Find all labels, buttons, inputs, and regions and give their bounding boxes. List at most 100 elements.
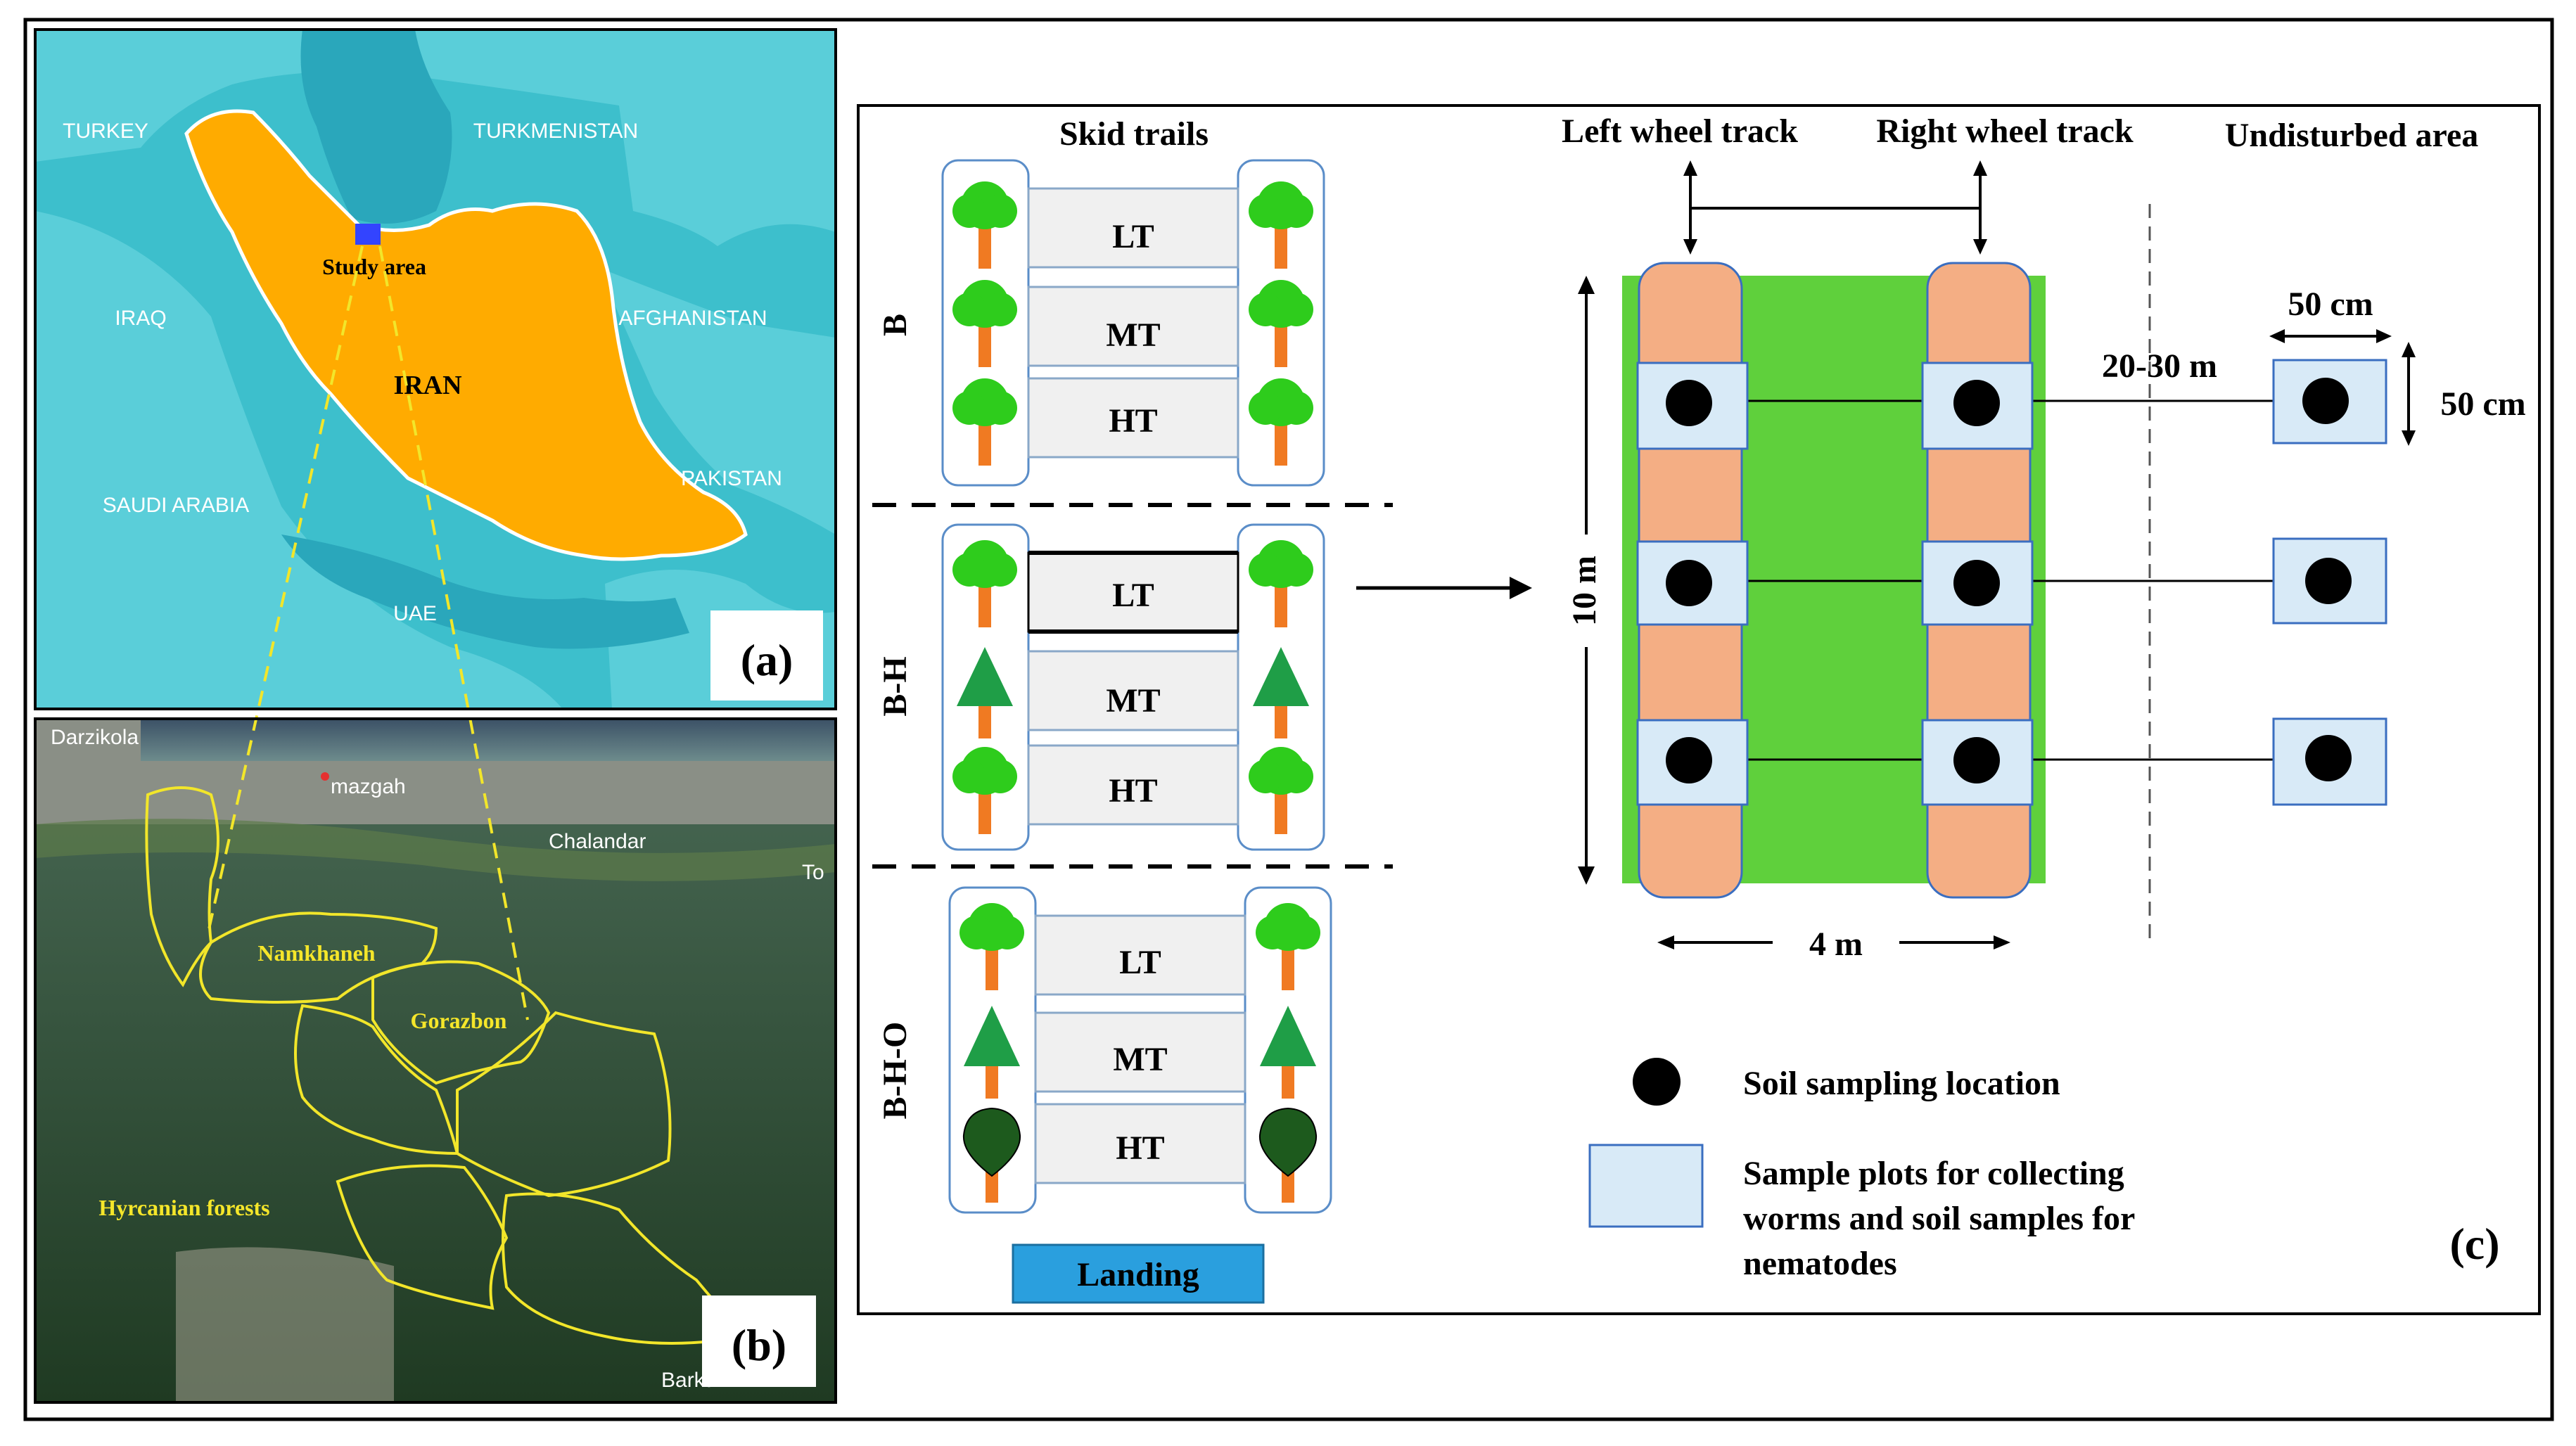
arrow-head — [1657, 935, 1674, 949]
plot-width-label: 50 cm — [2288, 286, 2373, 323]
trail-row-label: LT — [1112, 577, 1154, 614]
trail-row-mt — [1027, 286, 1239, 367]
persian-gulf — [281, 535, 689, 649]
country-label-turkmenistan: TURKMENISTAN — [473, 120, 638, 143]
town-label-darzikola: Darzikola — [51, 726, 139, 749]
length-label: 10 m — [1566, 556, 1603, 626]
arrow-head — [2269, 329, 2285, 343]
district-label-gorazbon: Gorazbon — [411, 1008, 507, 1033]
arrow-head — [1683, 239, 1697, 255]
trail-group-b-h: LT MT HT B-H — [876, 523, 1325, 851]
plot-height-label: 50 cm — [2440, 385, 2525, 423]
legend-sample-plot-icon — [1588, 1144, 1704, 1228]
country-label-iraq: IRAQ — [115, 307, 166, 330]
trail-group-label: B-H — [876, 656, 914, 716]
town-marker-mazgah — [321, 772, 329, 781]
sample-plots — [1636, 359, 2387, 806]
trail-row-mt — [1027, 650, 1239, 731]
broadleaf-tree-icon — [1249, 747, 1313, 834]
trail-row-label: MT — [1106, 682, 1160, 719]
landing-box — [1012, 1243, 1265, 1304]
legend-sample-plots-line-3: nematodes — [1743, 1245, 1897, 1282]
broadleaf-tree-icon — [1249, 540, 1313, 627]
panel-a-border — [34, 28, 837, 710]
trail-group-b-h-o: LT MT HT B-H-O — [876, 886, 1332, 1214]
panel-a-map: TURKEY TURKMENISTAN IRAQ AFGHANISTAN SAU… — [35, 30, 836, 709]
conifer-tree-icon — [1253, 647, 1309, 738]
trail-row-label: LT — [1112, 218, 1154, 255]
trail-row-lt — [1027, 187, 1239, 269]
legend-sample-plots-line-1: Sample plots for collecting — [1743, 1155, 2124, 1192]
arrow-head — [1973, 160, 1987, 176]
panel-c-label: (c) — [2449, 1219, 2499, 1269]
landing-label: Landing — [1077, 1256, 1199, 1293]
broadleaf-tree-icon — [952, 747, 1017, 834]
town-label-to: To — [802, 861, 824, 884]
arrow-head — [1578, 866, 1595, 885]
broadleaf-tree-icon — [952, 378, 1017, 466]
broadleaf-tree-icon — [952, 280, 1017, 367]
panel-b-label: (b) — [732, 1320, 786, 1370]
trail-group-b: LT MT HT B — [876, 159, 1325, 487]
detail-arrow-head — [1510, 577, 1532, 599]
conifer-tree-icon — [957, 647, 1013, 738]
arrow-head — [2402, 342, 2416, 357]
conifer-tree-icon — [964, 1006, 1020, 1099]
conifer-tree-icon — [1260, 1006, 1316, 1099]
distance-label: 20-30 m — [2102, 347, 2217, 385]
trail-row-ht — [1034, 1103, 1246, 1184]
skid-trails-title: Skid trails — [1059, 115, 1209, 153]
hyrcanian-forests-label: Hyrcanian forests — [98, 1195, 269, 1220]
eastern-land — [598, 267, 836, 535]
country-label-uae: UAE — [393, 602, 437, 625]
trail-row-label: LT — [1119, 944, 1161, 981]
panel-a-label-box — [710, 610, 823, 700]
broadleaf-tree-icon — [952, 540, 1017, 627]
broadleaf-tree-icon — [1249, 181, 1313, 269]
width-label: 4 m — [1809, 926, 1863, 963]
oak-tree-icon — [1258, 1107, 1318, 1203]
panel-b-label-box — [702, 1295, 816, 1387]
panel-b-satellite: Darzikola mazgah Chalandar To Barkan Nam… — [35, 245, 836, 1402]
undisturbed-area-label: Undisturbed area — [2225, 117, 2479, 154]
arrow-head — [1973, 239, 1987, 255]
trail-row-label: HT — [1109, 402, 1157, 440]
broadleaf-tree-icon — [952, 181, 1017, 269]
legend-sampling-location-label: Soil sampling location — [1743, 1065, 2060, 1102]
study-area-label: Study area — [322, 254, 426, 279]
study-area-marker — [355, 224, 381, 245]
panel-a-label: (a) — [741, 635, 793, 685]
trail-row-label: MT — [1113, 1041, 1167, 1078]
trail-row-label: HT — [1116, 1130, 1164, 1167]
arrow-head — [1578, 276, 1595, 294]
country-label-turkey: TURKEY — [63, 120, 148, 143]
trail-row-mt — [1034, 1011, 1246, 1093]
arrow-head — [1994, 935, 2010, 949]
southwest-land — [35, 211, 563, 709]
panel-b-border — [34, 717, 837, 1404]
caspian-coast — [141, 719, 836, 761]
arrow-head — [2402, 430, 2416, 446]
trail-row-lt — [1034, 914, 1246, 996]
trail-group-label: B — [876, 314, 914, 336]
trail-row-lt — [1027, 551, 1239, 633]
town-label-mazgah: mazgah — [331, 775, 406, 798]
broadleaf-tree-icon — [1249, 280, 1313, 367]
country-label-afghanistan: AFGHANISTAN — [618, 307, 767, 330]
lower-terrain — [176, 1247, 394, 1402]
projection-lines — [206, 245, 529, 1020]
trail-row-label: MT — [1106, 316, 1160, 354]
legend-sampling-point-icon — [1633, 1058, 1681, 1106]
trail-row-ht — [1027, 744, 1239, 826]
foothills — [35, 819, 836, 881]
town-label-chalandar: Chalandar — [549, 830, 646, 853]
trail-group-label: B-H-O — [876, 1022, 914, 1120]
trail-row-ht — [1027, 377, 1239, 459]
arrow-head — [1683, 160, 1697, 176]
oak-tree-icon — [962, 1107, 1021, 1203]
right-wheel-track-label: Right wheel track — [1876, 113, 2134, 150]
arrow-head — [2376, 329, 2392, 343]
district-label-namkhaneh: Namkhaneh — [257, 940, 375, 966]
track-separation-arrows — [1689, 169, 1982, 246]
